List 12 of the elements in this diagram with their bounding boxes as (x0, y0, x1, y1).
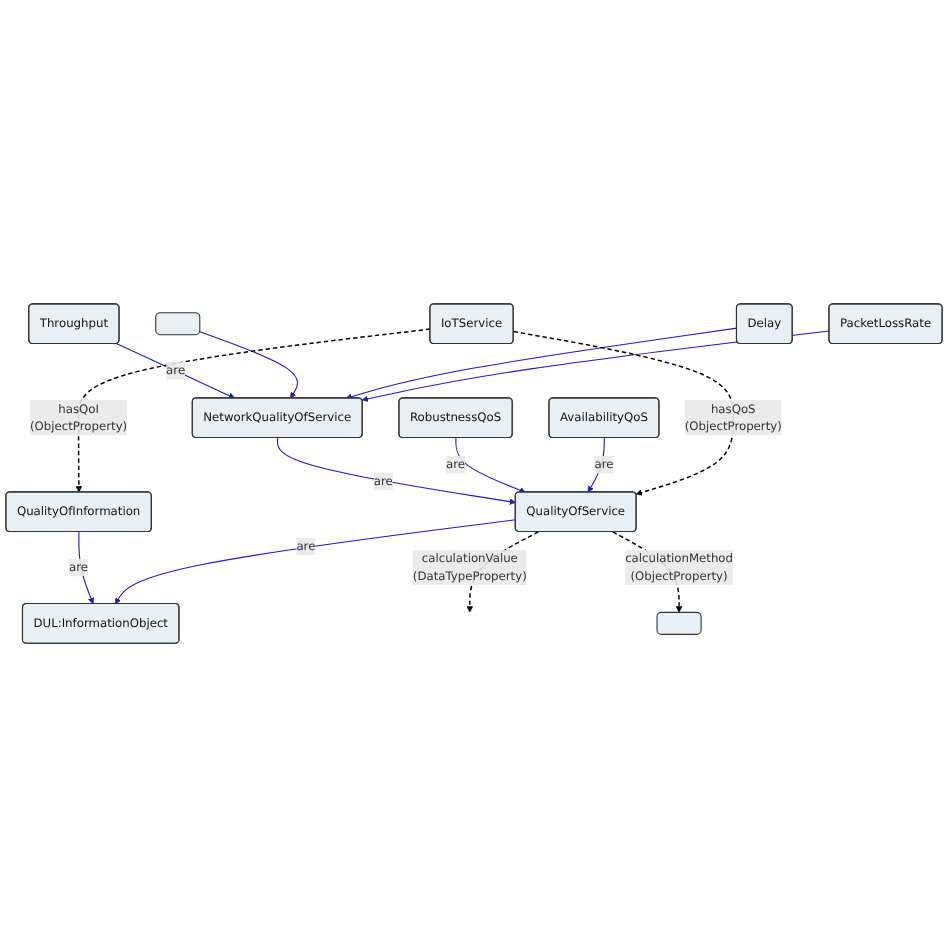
arrow (114, 519, 517, 605)
arrow (512, 331, 734, 497)
arrow (75, 328, 431, 493)
arrow (345, 328, 738, 401)
arrow (78, 531, 95, 605)
arrow (455, 437, 526, 494)
arrow (277, 437, 516, 506)
arrow (199, 331, 299, 399)
node-box (155, 312, 201, 336)
node-box (656, 612, 702, 636)
arrow (587, 437, 605, 493)
arrow (116, 343, 235, 400)
